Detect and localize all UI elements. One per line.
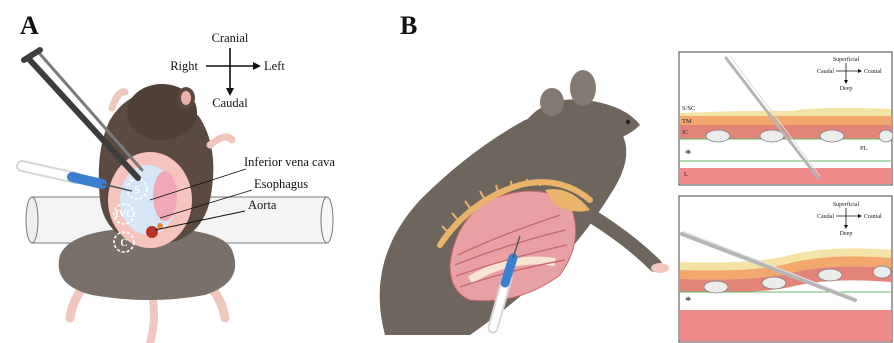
aorta-spot	[146, 226, 158, 238]
label-esophagus: Esophagus	[254, 177, 308, 191]
inset-bottom: * Superficial Deep Caudal Cranial	[679, 196, 892, 342]
svg-text:Caudal: Caudal	[817, 214, 834, 220]
compass-a-left: Right	[170, 59, 198, 73]
layer-pl: PL	[860, 145, 868, 152]
mouse-b	[380, 70, 669, 335]
label-aorta: Aorta	[248, 198, 277, 212]
svg-text:Caudal: Caudal	[817, 69, 834, 75]
layer-l: L	[684, 171, 688, 178]
svg-text:Superficial: Superficial	[833, 56, 860, 63]
compass-a-up: Cranial	[212, 31, 249, 45]
svg-text:Cranial: Cranial	[864, 214, 882, 220]
svg-text:Deep: Deep	[840, 86, 853, 92]
panel-b-letter: B	[400, 11, 417, 40]
svg-text:IVC: IVC	[115, 209, 133, 220]
svg-text:S: S	[134, 185, 140, 196]
svg-text:Deep: Deep	[840, 231, 853, 237]
panel-a: A	[20, 11, 335, 343]
inset-top: S/SC TM IC PL L * Superficial Deep Cauda…	[679, 52, 893, 185]
layer-ssc: S/SC	[682, 105, 695, 112]
layer-tm: TM	[682, 118, 692, 125]
panel-b: B	[380, 11, 893, 342]
compass-a-down: Caudal	[212, 96, 248, 110]
svg-text:Cranial: Cranial	[864, 69, 882, 75]
layer-ic: IC	[682, 129, 689, 136]
panel-a-letter: A	[20, 11, 39, 40]
label-inferior-vena-cava: Inferior vena cava	[244, 155, 335, 169]
svg-text:C: C	[120, 238, 127, 249]
asterisk-bottom: *	[685, 294, 691, 308]
asterisk-top: *	[685, 147, 691, 161]
compass-a-right: Left	[264, 59, 285, 73]
svg-text:Superficial: Superficial	[833, 201, 860, 208]
